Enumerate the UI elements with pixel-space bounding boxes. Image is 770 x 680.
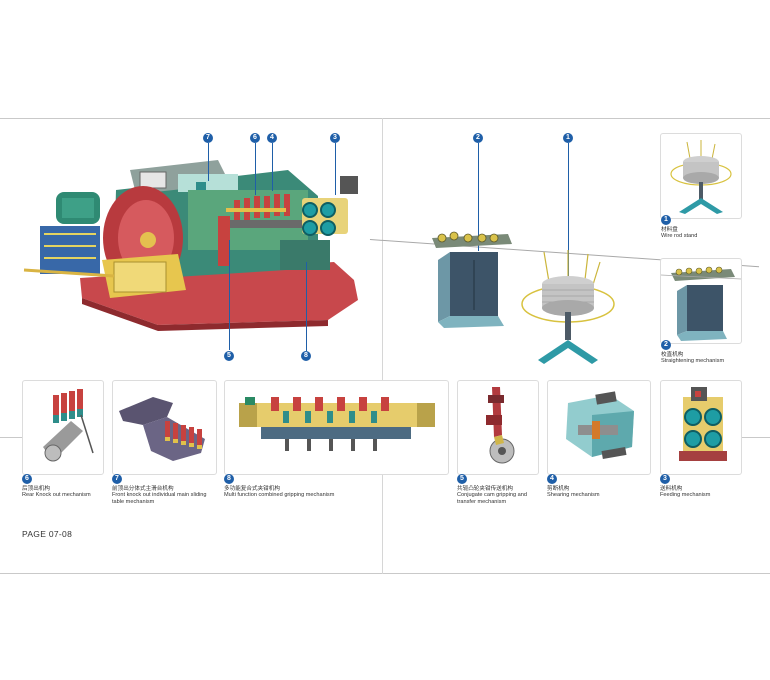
detail-panel-rear-knockout <box>22 380 104 475</box>
wire-rod-stand-panel <box>660 133 742 219</box>
detail-3-caption: 送料机构 Feeding mechanism <box>660 486 750 499</box>
detail-6-zh: 后顶出机构 <box>22 486 50 492</box>
callout-4-guide <box>272 143 273 191</box>
detail-4-caption: 剪断机构 Shearing mechanism <box>547 486 647 499</box>
detail-row-rule-right <box>742 437 770 438</box>
detail-4-en: Shearing mechanism <box>547 492 600 499</box>
stage-1-zh: 材料盘 <box>661 227 678 233</box>
detail-6-en: Rear Knock out mechanism <box>22 492 91 499</box>
detail-3-zh: 送料机构 <box>660 486 683 492</box>
stage-1-caption: 材料盘 Wire rod stand <box>661 227 745 240</box>
detail-panel-shearing <box>547 380 651 475</box>
callout-1-guide <box>568 143 569 283</box>
callout-5: 5 <box>224 351 234 361</box>
stage-2-badge: 2 <box>661 340 671 350</box>
callout-7-guide <box>208 143 209 181</box>
detail-panel-gripping <box>224 380 449 475</box>
detail-7-caption: 前顶出分体式主滑台机构 Front knock out individual m… <box>112 486 220 505</box>
detail-7-zh: 前顶出分体式主滑台机构 <box>112 486 174 492</box>
callout-7: 7 <box>203 133 213 143</box>
wire-rod-stand-illustration <box>518 248 618 370</box>
detail-6-badge: 6 <box>22 474 32 484</box>
callout-5-guide <box>229 240 230 350</box>
straightening-stand-illustration <box>428 230 514 330</box>
page-top-rule <box>0 118 770 119</box>
stage-2-en: Straightening mechanism <box>661 358 725 365</box>
detail-7-badge: 7 <box>112 474 122 484</box>
detail-8-badge: 8 <box>224 474 234 484</box>
stage-2-zh: 校直机构 <box>661 352 684 358</box>
straightening-panel <box>660 258 742 344</box>
callout-2-guide <box>478 143 479 251</box>
detail-3-badge: 3 <box>660 474 670 484</box>
detail-7-en: Front knock out individual main sliding … <box>112 492 207 505</box>
page-number: PAGE 07-08 <box>22 529 73 539</box>
detail-5-en: Conjugate cam gripping and transfer mech… <box>457 492 527 505</box>
detail-4-badge: 4 <box>547 474 557 484</box>
stage-1-badge: 1 <box>661 215 671 225</box>
main-machine-illustration <box>18 150 370 335</box>
detail-8-zh: 多功能复合式夹钳机构 <box>224 486 280 492</box>
callout-8: 8 <box>301 351 311 361</box>
detail-6-caption: 后顶出机构 Rear Knock out mechanism <box>22 486 112 499</box>
detail-panel-feeding <box>660 380 742 475</box>
detail-4-zh: 剪断机构 <box>547 486 570 492</box>
detail-3-en: Feeding mechanism <box>660 492 711 499</box>
stage-1-en: Wire rod stand <box>661 233 698 240</box>
stage-2-caption: 校直机构 Straightening mechanism <box>661 352 745 365</box>
page-bottom-rule <box>0 573 770 574</box>
detail-5-zh: 共轭凸轮夹钳传送机构 <box>457 486 513 492</box>
detail-row-rule-left <box>0 437 22 438</box>
callout-2: 2 <box>473 133 483 143</box>
detail-5-caption: 共轭凸轮夹钳传送机构 Conjugate cam gripping and tr… <box>457 486 543 505</box>
spread-gutter <box>382 118 383 574</box>
callout-3-guide <box>335 143 336 195</box>
callout-6: 6 <box>250 133 260 143</box>
detail-5-badge: 5 <box>457 474 467 484</box>
callout-6-guide <box>255 143 256 195</box>
detail-panel-conjugate-cam <box>457 380 539 475</box>
detail-8-caption: 多功能复合式夹钳机构 Multi function combined gripp… <box>224 486 424 499</box>
callout-4: 4 <box>267 133 277 143</box>
callout-1: 1 <box>563 133 573 143</box>
detail-panel-front-knockout <box>112 380 217 475</box>
callout-3: 3 <box>330 133 340 143</box>
detail-8-en: Multi function combined gripping mechani… <box>224 492 335 499</box>
callout-8-guide <box>306 262 307 351</box>
